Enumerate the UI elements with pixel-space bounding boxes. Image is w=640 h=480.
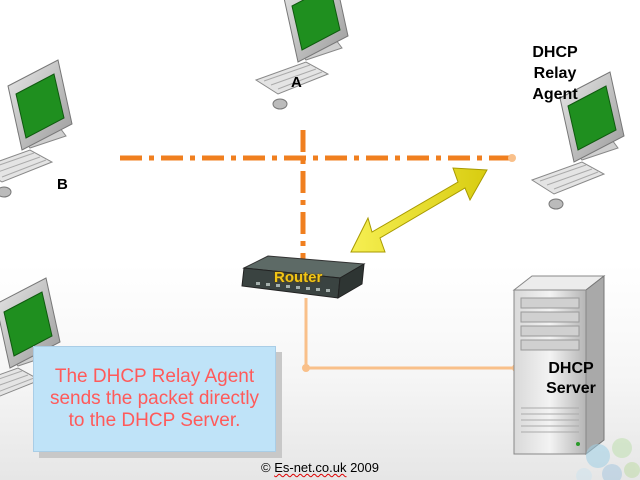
pc-b-label: B [57, 176, 68, 193]
server-icon [512, 274, 606, 456]
double-arrow-icon [350, 167, 488, 253]
callout-text: The DHCP Relay Agent sends the packet di… [49, 366, 260, 431]
relay-agent-line-1: DHCP [532, 44, 578, 61]
server-line-2: Server [546, 380, 596, 397]
router-label: Router [274, 269, 323, 286]
decorative-bubbles [576, 438, 640, 480]
copyright-footer: © Es-net.co.uk 2009 [0, 460, 640, 475]
dhcp-server-label: DHCP Server [536, 359, 606, 399]
pc-a-label: A [291, 74, 302, 91]
router-icon [241, 255, 366, 299]
copyright-site: Es-net.co.uk [274, 460, 347, 475]
server-line-1: DHCP [548, 360, 594, 377]
relay-agent-label: DHCP Relay Agent [520, 42, 590, 105]
explanation-callout: The DHCP Relay Agent sends the packet di… [33, 346, 276, 452]
relay-agent-line-3: Agent [532, 86, 578, 103]
computer-icon [255, 0, 349, 110]
relay-agent-line-2: Relay [533, 65, 577, 82]
copyright-year: 2009 [346, 460, 379, 475]
copyright-symbol: © [260, 460, 275, 475]
